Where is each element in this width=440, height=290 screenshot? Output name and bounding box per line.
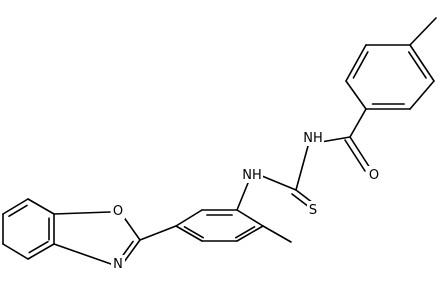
thiourea-sulfur-label: S [307, 201, 320, 218]
c-s-bond [295, 189, 314, 204]
oxazole-c2-n-bond [123, 239, 141, 263]
benzo-ring-bond [2, 198, 29, 215]
central-ring-bond [175, 225, 203, 242]
carbonyl-oxygen-label: O [367, 166, 381, 183]
c-s-double-bond [291, 193, 310, 208]
svg-text:S: S [309, 203, 317, 218]
oxazole-oxygen-label: O [111, 202, 125, 219]
methyl-bond-central [262, 225, 292, 243]
c-nh-amide-bond [295, 145, 309, 191]
svg-text:NH: NH [303, 131, 323, 146]
benzo-ring-bond [2, 243, 29, 260]
c-o-double-bond [344, 139, 366, 172]
central-ring-bond [175, 209, 203, 227]
toluoyl-ring-inner-bond [407, 51, 427, 79]
toluoyl-ring-inner-bond [352, 51, 369, 79]
benzo-ring-inner-bond [28, 240, 49, 254]
aryl-aryl-bond [139, 225, 177, 241]
central-ring-bond [236, 225, 264, 242]
nh-c-carbonyl-bond [320, 136, 351, 143]
svg-text:NH: NH [242, 168, 262, 183]
benzo-ring-inner-bond [8, 204, 28, 218]
oxazole-o-c2-bond [122, 215, 141, 241]
aryl-nh-label: NH [241, 166, 263, 183]
nh-c-thiourea-bond [261, 175, 297, 191]
amide-nh-label: NH [302, 129, 324, 146]
toluoyl-ring-bond [345, 44, 367, 82]
oxazole-nitrogen-label: N [111, 255, 125, 272]
central-ring-bond [236, 209, 264, 227]
benzo-ring-bond [27, 198, 55, 215]
svg-text:O: O [369, 168, 379, 183]
atom-label-layer: O N NH S NH O [111, 129, 381, 272]
bond-layer [2, 17, 437, 265]
oxazole-n-c3a-bond [53, 243, 112, 265]
central-ring-inner-bond [183, 226, 204, 239]
svg-text:N: N [113, 257, 123, 272]
oxazole-c2-n-double-bond [120, 240, 134, 259]
c-o-bond [349, 136, 371, 169]
toluoyl-ring-bond [409, 44, 435, 82]
carbonyl-ring-bond [349, 108, 367, 138]
oxazole-c7a-o-bond [53, 211, 111, 215]
c-nh-bond [236, 182, 249, 211]
toluoyl-ring-bond [409, 80, 435, 110]
central-ring-inner-bond [235, 226, 256, 239]
svg-text:O: O [113, 204, 123, 219]
methyl-bond-toluoyl [409, 17, 437, 46]
benzo-ring-bond [27, 243, 55, 260]
toluoyl-ring-bond [345, 80, 367, 110]
